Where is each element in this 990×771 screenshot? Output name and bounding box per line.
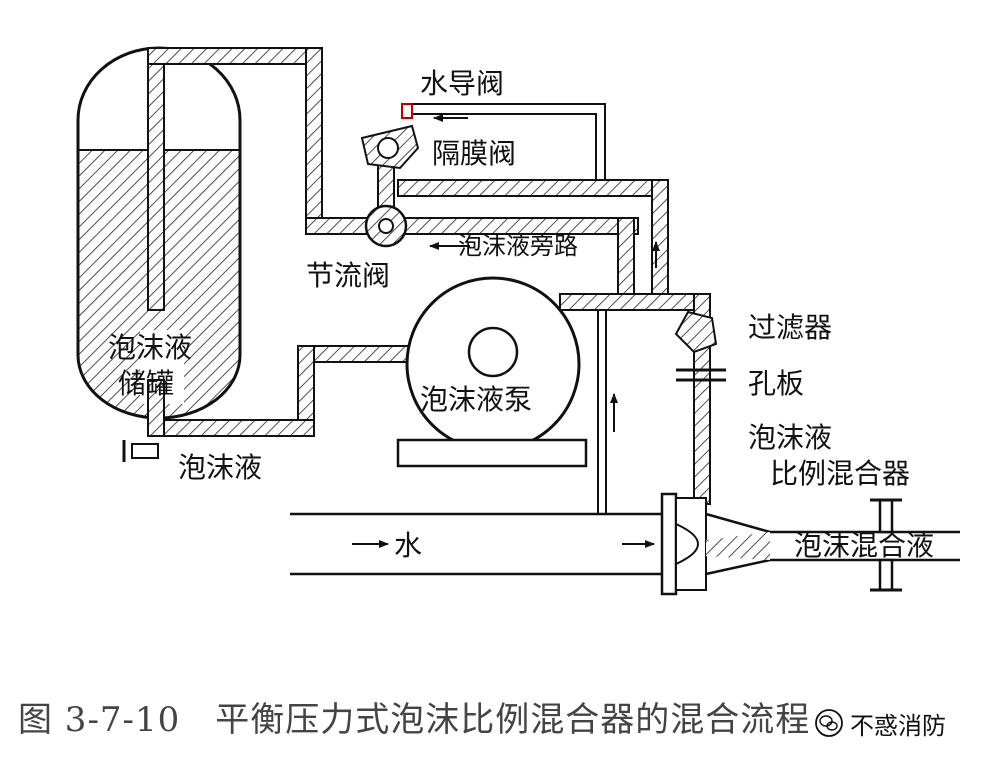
watermark-text: 不惑消防: [850, 711, 946, 740]
label-orifice: 孔板: [748, 367, 805, 400]
label-diaphragm-valve: 隔膜阀: [432, 137, 517, 170]
orifice-plate: [676, 368, 726, 382]
label-pump: 泡沫液泵: [420, 383, 533, 416]
water-main: [290, 492, 960, 596]
label-water-guide-valve: 水导阀: [420, 67, 505, 100]
watermark: 不惑消防: [814, 708, 946, 740]
flow-arrows: [352, 114, 660, 548]
label-tank-line2: 储罐: [118, 367, 175, 400]
label-foam-liquid: 泡沫液: [178, 451, 263, 484]
foam-pipes: [122, 47, 711, 514]
label-water: 水: [394, 529, 423, 562]
filter: [674, 310, 718, 354]
label-proportioner-line1: 泡沫液: [748, 421, 833, 454]
wechat-icon: [815, 709, 843, 737]
label-foam-bypass: 泡沫液旁路: [458, 232, 578, 260]
figure-caption: 图 3-7-10 平衡压力式泡沫比例混合器的混合流程: [18, 700, 811, 740]
label-proportioner-line2: 比例混合器: [770, 457, 911, 490]
label-tank-line1: 泡沫液: [108, 331, 193, 364]
throttle-valve: [364, 204, 408, 248]
foam-pump: [396, 276, 588, 468]
label-foam-mix: 泡沫混合液: [794, 529, 935, 562]
label-filter: 过滤器: [748, 311, 833, 344]
label-throttle-valve: 节流阀: [306, 259, 391, 292]
diaphragm-valve: [360, 103, 420, 170]
